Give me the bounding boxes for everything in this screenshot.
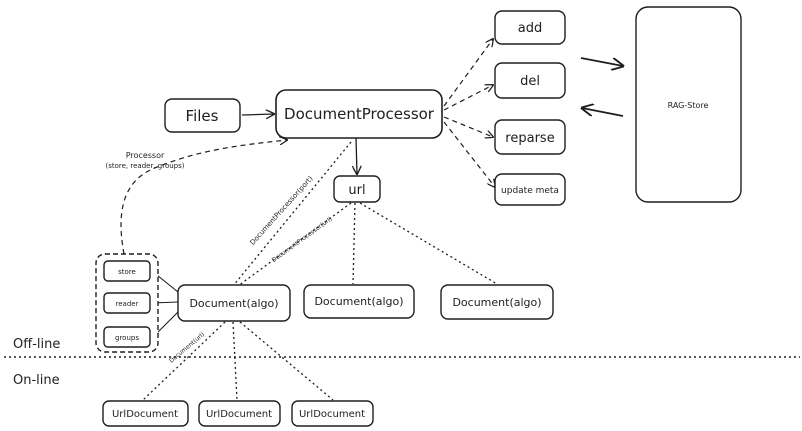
offline-region-label: Off-line <box>13 337 60 352</box>
groups-label: groups <box>115 334 139 342</box>
edge-url-to-document-1 <box>237 202 352 287</box>
add-node <box>494 10 566 45</box>
reparse-node <box>494 119 566 155</box>
url-document-label-1: UrlDocument <box>112 409 178 420</box>
edge-document-to-urldoc-3 <box>239 321 334 401</box>
document-algo-label-2: Document(algo) <box>314 295 403 308</box>
edge-url-to-document-2 <box>352 202 356 285</box>
groups-node <box>103 326 151 348</box>
reparse-label: reparse <box>505 131 554 146</box>
store-node <box>103 260 151 282</box>
processor-label-line2: (store, reader, groups) <box>106 162 185 170</box>
url-document-node-1 <box>102 400 189 427</box>
url-document-label-3: UrlDocument <box>299 409 365 420</box>
rag-store-node <box>635 6 742 203</box>
files-label: Files <box>186 107 219 125</box>
url-document-node-2 <box>198 400 281 427</box>
url-node <box>333 175 381 203</box>
edge-processor-to-update-meta <box>443 121 495 187</box>
edge-files-to-processor <box>241 114 274 115</box>
edge-processor-to-add <box>443 39 493 107</box>
rag-store-label: RAG-Store <box>668 101 709 110</box>
files-node <box>164 98 241 133</box>
document-algo-node-2 <box>303 284 415 319</box>
document-url-label: Document(url) <box>168 331 206 364</box>
url-document-label-2: UrlDocument <box>206 409 272 420</box>
edge-document-to-urldoc-2 <box>232 321 238 401</box>
store-label: store <box>118 268 136 276</box>
document-processor-node <box>275 89 443 139</box>
edge-document-to-urldoc-1 <box>142 321 226 401</box>
document-algo-node-3 <box>440 284 554 320</box>
edge-processor-to-reparse <box>443 116 493 137</box>
document-processor-url-label: DocumentProcessor(url) <box>271 216 334 264</box>
document-algo-label-3: Document(algo) <box>452 296 541 309</box>
edge-processor-to-document-port <box>232 141 352 287</box>
edge-url-to-document-3 <box>359 202 498 285</box>
url-document-node-3 <box>291 400 374 427</box>
edge-to-rag-store <box>580 57 623 66</box>
document-algo-node-1 <box>177 284 291 322</box>
update-meta-node <box>494 173 566 206</box>
reader-node <box>103 292 151 314</box>
processor-label-line1: Processor <box>126 151 165 160</box>
update-meta-label: update meta <box>501 186 559 196</box>
url-label: url <box>348 183 365 198</box>
del-label: del <box>520 74 540 89</box>
edge-processor-to-url <box>356 137 357 174</box>
document-algo-label-1: Document(algo) <box>189 297 278 310</box>
add-label: add <box>518 21 542 36</box>
edge-processor-to-del <box>443 85 493 111</box>
edge-from-rag-store <box>582 108 624 117</box>
online-region-label: On-line <box>13 373 60 388</box>
document-processor-label: DocumentProcessor <box>284 105 435 123</box>
del-node <box>494 62 566 99</box>
reader-label: reader <box>116 300 139 308</box>
